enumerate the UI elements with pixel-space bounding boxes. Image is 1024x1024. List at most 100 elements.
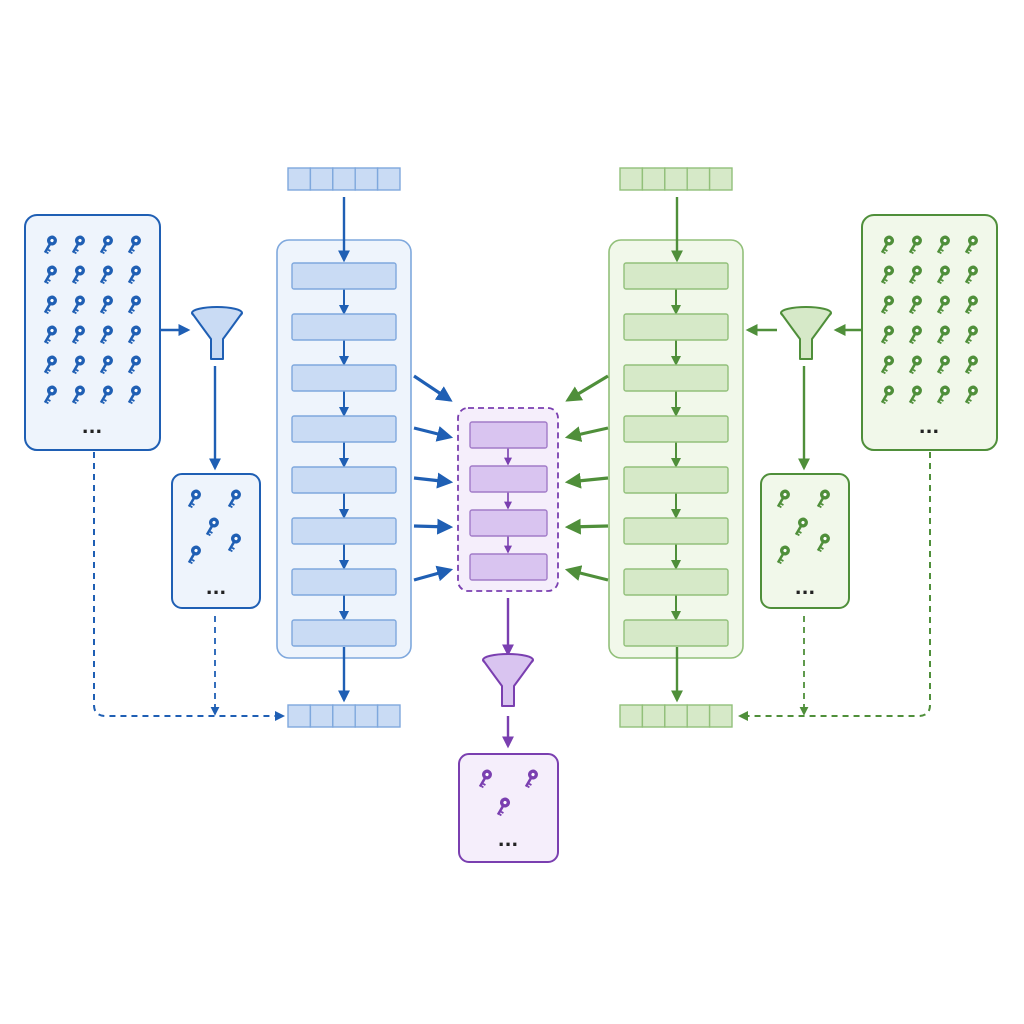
key-icon (71, 235, 85, 255)
key-shaft (99, 333, 108, 344)
key-icon (964, 385, 978, 405)
key-icon (496, 797, 510, 817)
key-tooth (191, 502, 195, 506)
key-icon (908, 325, 922, 345)
key-icon (127, 295, 141, 315)
key-hole (971, 298, 975, 303)
key-pool-frame (24, 214, 161, 451)
key-shaft (776, 553, 785, 564)
key-icon (43, 265, 57, 285)
key-icon (478, 769, 492, 789)
funnel-body (482, 659, 534, 707)
key-icon (936, 355, 950, 375)
key-hole (212, 520, 216, 525)
key-hole (783, 492, 787, 497)
key-tooth (967, 341, 970, 345)
key-icon (227, 533, 241, 553)
funnel-body (191, 312, 243, 360)
key-shaft (964, 303, 973, 314)
key-tooth (780, 558, 784, 562)
key-icon (880, 325, 894, 345)
key-tooth (884, 308, 888, 312)
key-icon (127, 355, 141, 375)
key-hole (106, 328, 110, 333)
key-tooth (131, 338, 135, 342)
key-shaft (936, 393, 945, 404)
key-tooth (74, 251, 77, 255)
key-icon (816, 533, 830, 553)
key-icon (794, 517, 808, 537)
cross-arrow-green (564, 565, 609, 582)
key-hole (78, 388, 82, 393)
cross-arrow-green (564, 518, 609, 535)
key-shaft (227, 541, 236, 552)
layer-block (291, 313, 397, 341)
layer-block (291, 619, 397, 647)
key-icon (908, 355, 922, 375)
key-tooth (230, 505, 233, 509)
key-hole (887, 328, 891, 333)
key-icon (71, 295, 85, 315)
key-tooth (912, 278, 916, 282)
token-cell (664, 704, 688, 728)
key-hole (503, 800, 507, 805)
key-hole (234, 492, 238, 497)
key-tooth (47, 308, 51, 312)
key-hole (823, 492, 827, 497)
cross-arrow-green (565, 374, 609, 402)
key-shaft (71, 393, 80, 404)
key-icon (187, 545, 201, 565)
key-shaft (99, 363, 108, 374)
key-tooth (527, 785, 530, 789)
key-tooth (47, 368, 51, 372)
key-tooth (780, 502, 784, 506)
key-shaft (816, 541, 825, 552)
key-shaft (880, 333, 889, 344)
key-tooth (75, 368, 79, 372)
key-tooth (131, 278, 135, 282)
key-hole (78, 238, 82, 243)
key-icon (816, 489, 830, 509)
key-tooth (46, 311, 49, 315)
fused-layer-block (469, 421, 548, 449)
key-shaft (127, 363, 136, 374)
key-hole (971, 268, 975, 273)
key-icon (127, 265, 141, 285)
key-tooth (883, 341, 886, 345)
key-tooth (820, 546, 824, 550)
key-tooth (939, 281, 942, 285)
key-tooth (74, 371, 77, 375)
key-icon (908, 235, 922, 255)
key-tooth (75, 398, 79, 402)
key-tooth (779, 561, 782, 565)
key-icon (127, 325, 141, 345)
funnel-icon (780, 306, 832, 360)
layer-block (623, 262, 729, 290)
key-tooth (912, 368, 916, 372)
key-tooth (883, 401, 886, 405)
key-tooth (967, 251, 970, 255)
key-hole (971, 238, 975, 243)
key-shaft (880, 303, 889, 314)
key-tooth (797, 533, 800, 537)
key-shaft (908, 303, 917, 314)
key-tooth (940, 278, 944, 282)
key-shaft (880, 363, 889, 374)
key-shaft (496, 805, 505, 816)
key-shaft (936, 303, 945, 314)
key-tooth (74, 401, 77, 405)
key-shaft (908, 393, 917, 404)
token-cell (287, 167, 312, 191)
key-tooth (102, 401, 105, 405)
key-hole (106, 268, 110, 273)
key-tooth (74, 281, 77, 285)
key-tooth (912, 248, 916, 252)
ellipsis-label: ... (206, 578, 227, 599)
key-tooth (103, 248, 107, 252)
key-hole (134, 298, 138, 303)
key-icon (227, 489, 241, 509)
key-hole (106, 238, 110, 243)
ellipsis-label: ... (82, 417, 103, 438)
key-shaft (99, 303, 108, 314)
